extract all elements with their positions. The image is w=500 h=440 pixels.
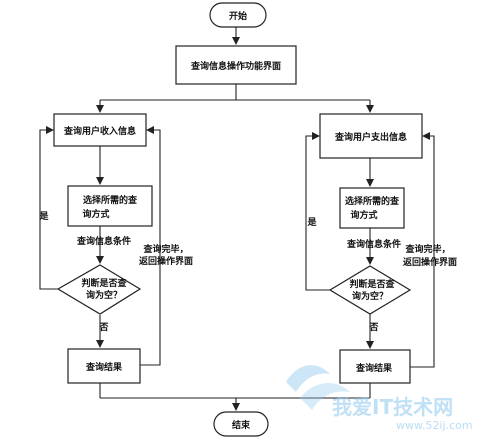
watermark-swirl-icon-2 [300, 382, 350, 410]
left-done-label-1: 查询完毕， [142, 243, 188, 255]
connectors [39, 27, 435, 411]
left-yes-label: 是 [38, 211, 49, 222]
left-result-node: 查询结果 [67, 348, 141, 384]
right-decision-node: 判断是否查 询为空？ [328, 265, 412, 315]
right-no-label: 否 [368, 322, 378, 333]
left-cond-label: 查询信息条件 [76, 235, 131, 247]
right-query-label: 查询用户支出信息 [334, 131, 407, 143]
right-result-label: 查询结果 [355, 362, 393, 374]
edge-right-yes-loop [305, 132, 330, 291]
left-decision-label-1: 判断是否查 [81, 277, 127, 289]
right-select-label-1: 选择所需的查 [345, 195, 400, 207]
right-query-node: 查询用户支出信息 [319, 113, 423, 159]
right-cond-label: 查询信息条件 [346, 238, 401, 250]
left-query-label: 查询用户收入信息 [63, 125, 136, 137]
end-label: 结束 [232, 419, 251, 431]
watermark-swirl-icon [286, 365, 330, 392]
end-node: 结束 [213, 411, 269, 437]
left-no-label: 否 [98, 322, 108, 333]
watermark-text: 我爱IT技术网 [332, 395, 453, 419]
left-done-label-2: 返回操作界面 [139, 255, 193, 267]
left-query-node: 查询用户收入信息 [53, 113, 147, 147]
edge-left-yes-loop [39, 126, 58, 290]
watermark: 我爱IT技术网 www.52ij.com [286, 365, 473, 432]
left-select-node: 选择所需的查 询方式 [67, 185, 153, 227]
right-select-label-2: 询方式 [350, 209, 377, 221]
right-select-node: 选择所需的查 询方式 [339, 187, 405, 229]
edge-right-done-loop [410, 132, 435, 368]
right-yes-label: 是 [306, 217, 317, 228]
start-label: 开始 [229, 10, 247, 22]
right-result-node: 查询结果 [339, 349, 411, 384]
right-done-label-1: 查询完毕， [404, 243, 450, 255]
edge-left-done-loop [140, 126, 161, 366]
main-ui-node: 查询信息操作功能界面 [175, 45, 297, 85]
right-decision-label-1: 判断是否查 [349, 278, 395, 290]
left-select-label-1: 选择所需的查 [83, 194, 138, 206]
left-select-label-2: 询方式 [82, 208, 109, 220]
left-result-label: 查询结果 [85, 361, 123, 373]
right-decision-label-2: 询为空？ [352, 290, 388, 302]
right-done-label-2: 返回操作界面 [403, 256, 457, 268]
main-ui-label: 查询信息操作功能界面 [190, 60, 281, 72]
watermark-url: www.52ij.com [396, 419, 473, 432]
left-decision-label-2: 询为空？ [86, 289, 122, 301]
start-node: 开始 [209, 2, 267, 28]
left-decision-node: 判断是否查 询为空？ [56, 264, 142, 315]
